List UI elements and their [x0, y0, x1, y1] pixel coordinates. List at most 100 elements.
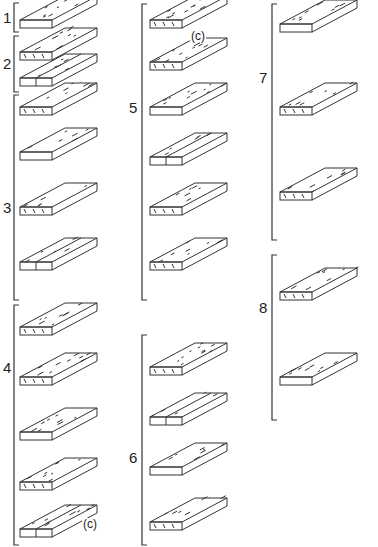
defect-mark — [172, 13, 175, 15]
plank-end — [150, 107, 182, 115]
defect-mark — [72, 83, 74, 85]
group-bracket — [272, 4, 277, 240]
defect-mark — [185, 193, 191, 196]
defect-mark — [181, 363, 183, 364]
plank-end — [280, 192, 312, 200]
defect-mark — [293, 194, 295, 198]
defect-mark — [27, 476, 32, 479]
defect-mark — [289, 104, 291, 105]
defect-mark — [24, 209, 26, 213]
plank — [20, 237, 97, 270]
plank — [20, 504, 97, 537]
defect-mark — [200, 343, 203, 345]
plank-end — [280, 24, 312, 32]
defect-mark — [323, 272, 325, 273]
defect-mark — [188, 91, 190, 92]
defect-mark — [163, 369, 165, 373]
defect-mark — [38, 366, 42, 368]
plank — [20, 408, 97, 440]
plank — [20, 353, 97, 385]
defect-mark — [70, 26, 74, 28]
split-line — [166, 417, 167, 425]
defect-mark — [73, 237, 78, 240]
defect-mark — [24, 379, 26, 383]
plank-top — [150, 83, 227, 107]
defect-mark — [86, 129, 89, 131]
defect-mark — [165, 60, 169, 62]
plank-end — [150, 367, 182, 375]
defect-mark — [175, 454, 177, 455]
defect-mark — [33, 484, 35, 488]
plank-side — [182, 0, 227, 28]
plank-end — [20, 107, 52, 115]
defect-mark — [172, 511, 177, 514]
split-line — [166, 133, 211, 157]
plank-side — [182, 133, 227, 165]
defect-mark — [192, 47, 195, 48]
defect-mark — [41, 197, 46, 200]
defect-mark — [187, 96, 190, 98]
defect-mark — [200, 0, 205, 1]
defect-mark — [207, 91, 209, 92]
defect-mark — [81, 360, 83, 361]
plank-side — [312, 168, 357, 200]
split-line — [36, 262, 37, 270]
defect-mark — [39, 204, 42, 206]
defect-mark — [43, 16, 46, 18]
defect-mark — [291, 286, 296, 289]
defect-mark — [334, 362, 338, 364]
defect-mark — [88, 84, 93, 87]
plank-end — [280, 292, 312, 300]
plank-side — [52, 353, 97, 385]
plank-side — [182, 38, 227, 70]
defect-mark — [33, 379, 35, 383]
plank-top — [20, 238, 97, 262]
plank — [150, 0, 227, 28]
plank — [20, 83, 97, 115]
plank-side — [52, 0, 97, 28]
plank — [280, 353, 357, 385]
defect-mark — [293, 294, 295, 298]
defect-mark — [38, 429, 41, 431]
defect-mark — [77, 510, 80, 512]
defect-mark — [176, 193, 180, 195]
plank-top — [20, 408, 97, 432]
defect-mark — [151, 415, 154, 416]
defect-mark — [289, 373, 292, 374]
defect-mark — [74, 353, 79, 356]
plank-end — [20, 529, 52, 537]
defect-mark — [192, 186, 197, 189]
defect-mark — [300, 103, 304, 105]
plank-side — [52, 238, 97, 270]
defect-mark — [65, 131, 68, 132]
defect-mark — [24, 329, 26, 333]
plank — [150, 183, 227, 215]
defect-mark — [72, 138, 78, 141]
defect-mark — [335, 5, 339, 7]
defect-mark — [37, 372, 43, 375]
defect-mark — [55, 462, 59, 464]
split-line — [36, 54, 81, 78]
plank-end — [150, 207, 182, 215]
defect-mark — [204, 89, 206, 91]
defect-mark — [167, 10, 170, 12]
plank-end — [20, 327, 52, 335]
plank-side — [52, 28, 97, 60]
defect-mark — [293, 109, 295, 113]
defect-mark — [79, 356, 83, 358]
defect-mark — [55, 36, 59, 38]
plank-top — [20, 128, 97, 152]
plank-end — [20, 20, 52, 28]
group-number: 2 — [2, 56, 12, 71]
defect-mark — [195, 137, 199, 139]
defect-mark — [78, 303, 82, 305]
defect-mark — [302, 109, 304, 113]
defect-mark — [200, 6, 206, 9]
group-number: 7 — [258, 70, 268, 85]
group-bracket — [14, 305, 19, 545]
defect-mark — [186, 57, 188, 59]
split-line — [166, 393, 211, 417]
group-bracket — [142, 4, 147, 300]
defect-mark — [33, 209, 35, 213]
plank-end — [150, 467, 182, 475]
